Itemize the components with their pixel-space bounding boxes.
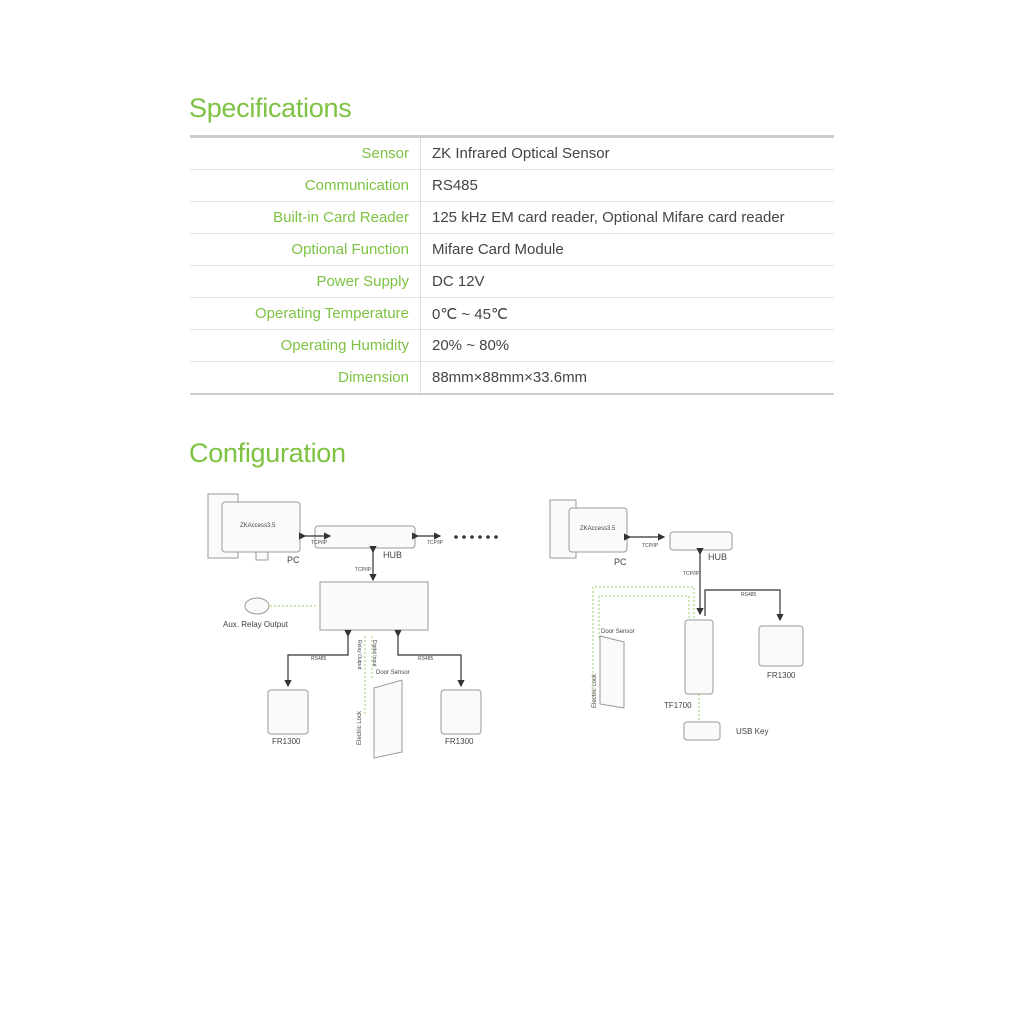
spec-value: 0℃ ~ 45℃ — [420, 297, 834, 330]
pc-label: PC — [287, 555, 300, 565]
reader-label: FR1300 — [445, 737, 474, 746]
spec-row: Dimension 88mm×88mm×33.6mm — [190, 361, 834, 394]
door-sensor-label: Door Sensor — [376, 670, 410, 676]
door-icon — [373, 679, 403, 759]
relay-output-label: Relay Output — [356, 640, 362, 670]
controller-panel-icon — [319, 581, 429, 631]
reader-label: FR1300 — [272, 737, 301, 746]
spec-value: Mifare Card Module — [420, 233, 834, 266]
tcpip-label: TCP/IP — [355, 567, 372, 573]
pc-monitor-icon — [568, 507, 628, 553]
hub-icon — [314, 525, 416, 549]
spec-value: 20% ~ 80% — [420, 329, 834, 362]
spec-value: RS485 — [420, 169, 834, 202]
spec-value: 88mm×88mm×33.6mm — [432, 369, 588, 386]
fr1300-reader-icon — [758, 625, 804, 667]
rs485-label: RS485 — [741, 592, 757, 598]
usb-label: USB Key — [736, 727, 768, 736]
hub-label: HUB — [708, 552, 727, 562]
spec-label: Built-in Card Reader — [190, 201, 421, 234]
electric-lock-label: Electric Lock — [357, 710, 363, 745]
digital-input-label: Digital Input — [371, 640, 377, 667]
hub-icon — [669, 531, 733, 551]
software-label: ZKAccess3.5 — [240, 523, 276, 529]
configuration-title: Configuration — [189, 438, 346, 468]
tcpip-label: TCP/IP — [642, 543, 659, 549]
specifications-title: Specifications — [189, 93, 352, 123]
door-icon — [599, 635, 625, 709]
spec-label: Dimension — [190, 361, 421, 394]
spec-label: Sensor — [190, 136, 421, 170]
spec-label: Communication — [190, 169, 421, 202]
spec-label: Operating Humidity — [190, 329, 421, 362]
spec-value: ZK Infrared Optical Sensor — [420, 136, 834, 170]
device-label: TF1700 — [664, 701, 692, 710]
software-label: ZKAccess3.5 — [580, 526, 616, 532]
usb-key-icon — [683, 721, 721, 741]
hub-label: HUB — [383, 550, 402, 560]
tcpip-label: TCP/IP — [311, 540, 328, 546]
fr1300-reader-icon — [440, 689, 482, 735]
reader-label: FR1300 — [767, 671, 796, 680]
diagram-1 — [207, 493, 482, 759]
diagram-2 — [549, 499, 804, 741]
rs485-label: RS485 — [418, 656, 434, 662]
rs485-label: RS485 — [311, 656, 327, 662]
door-sensor-label: Door Sensor — [601, 629, 635, 635]
tf1700-device-icon — [684, 619, 714, 695]
aux-label: Aux. Relay Output — [223, 620, 289, 629]
fr1300-reader-icon — [267, 689, 309, 735]
aux-relay-icon — [244, 597, 270, 615]
spec-label: Operating Temperature — [190, 297, 421, 330]
spec-value: 125 kHz EM card reader, Optional Mifare … — [420, 201, 834, 234]
spec-value: DC 12V — [420, 265, 834, 298]
tcpip-label: TCP/IP — [683, 571, 700, 577]
pc-label: PC — [614, 557, 627, 567]
spec-label: Optional Function — [190, 233, 421, 266]
tcpip-label: TCP/IP — [427, 540, 444, 546]
electric-lock-label: Electric Lock — [592, 673, 598, 708]
spec-label: Power Supply — [190, 265, 421, 298]
